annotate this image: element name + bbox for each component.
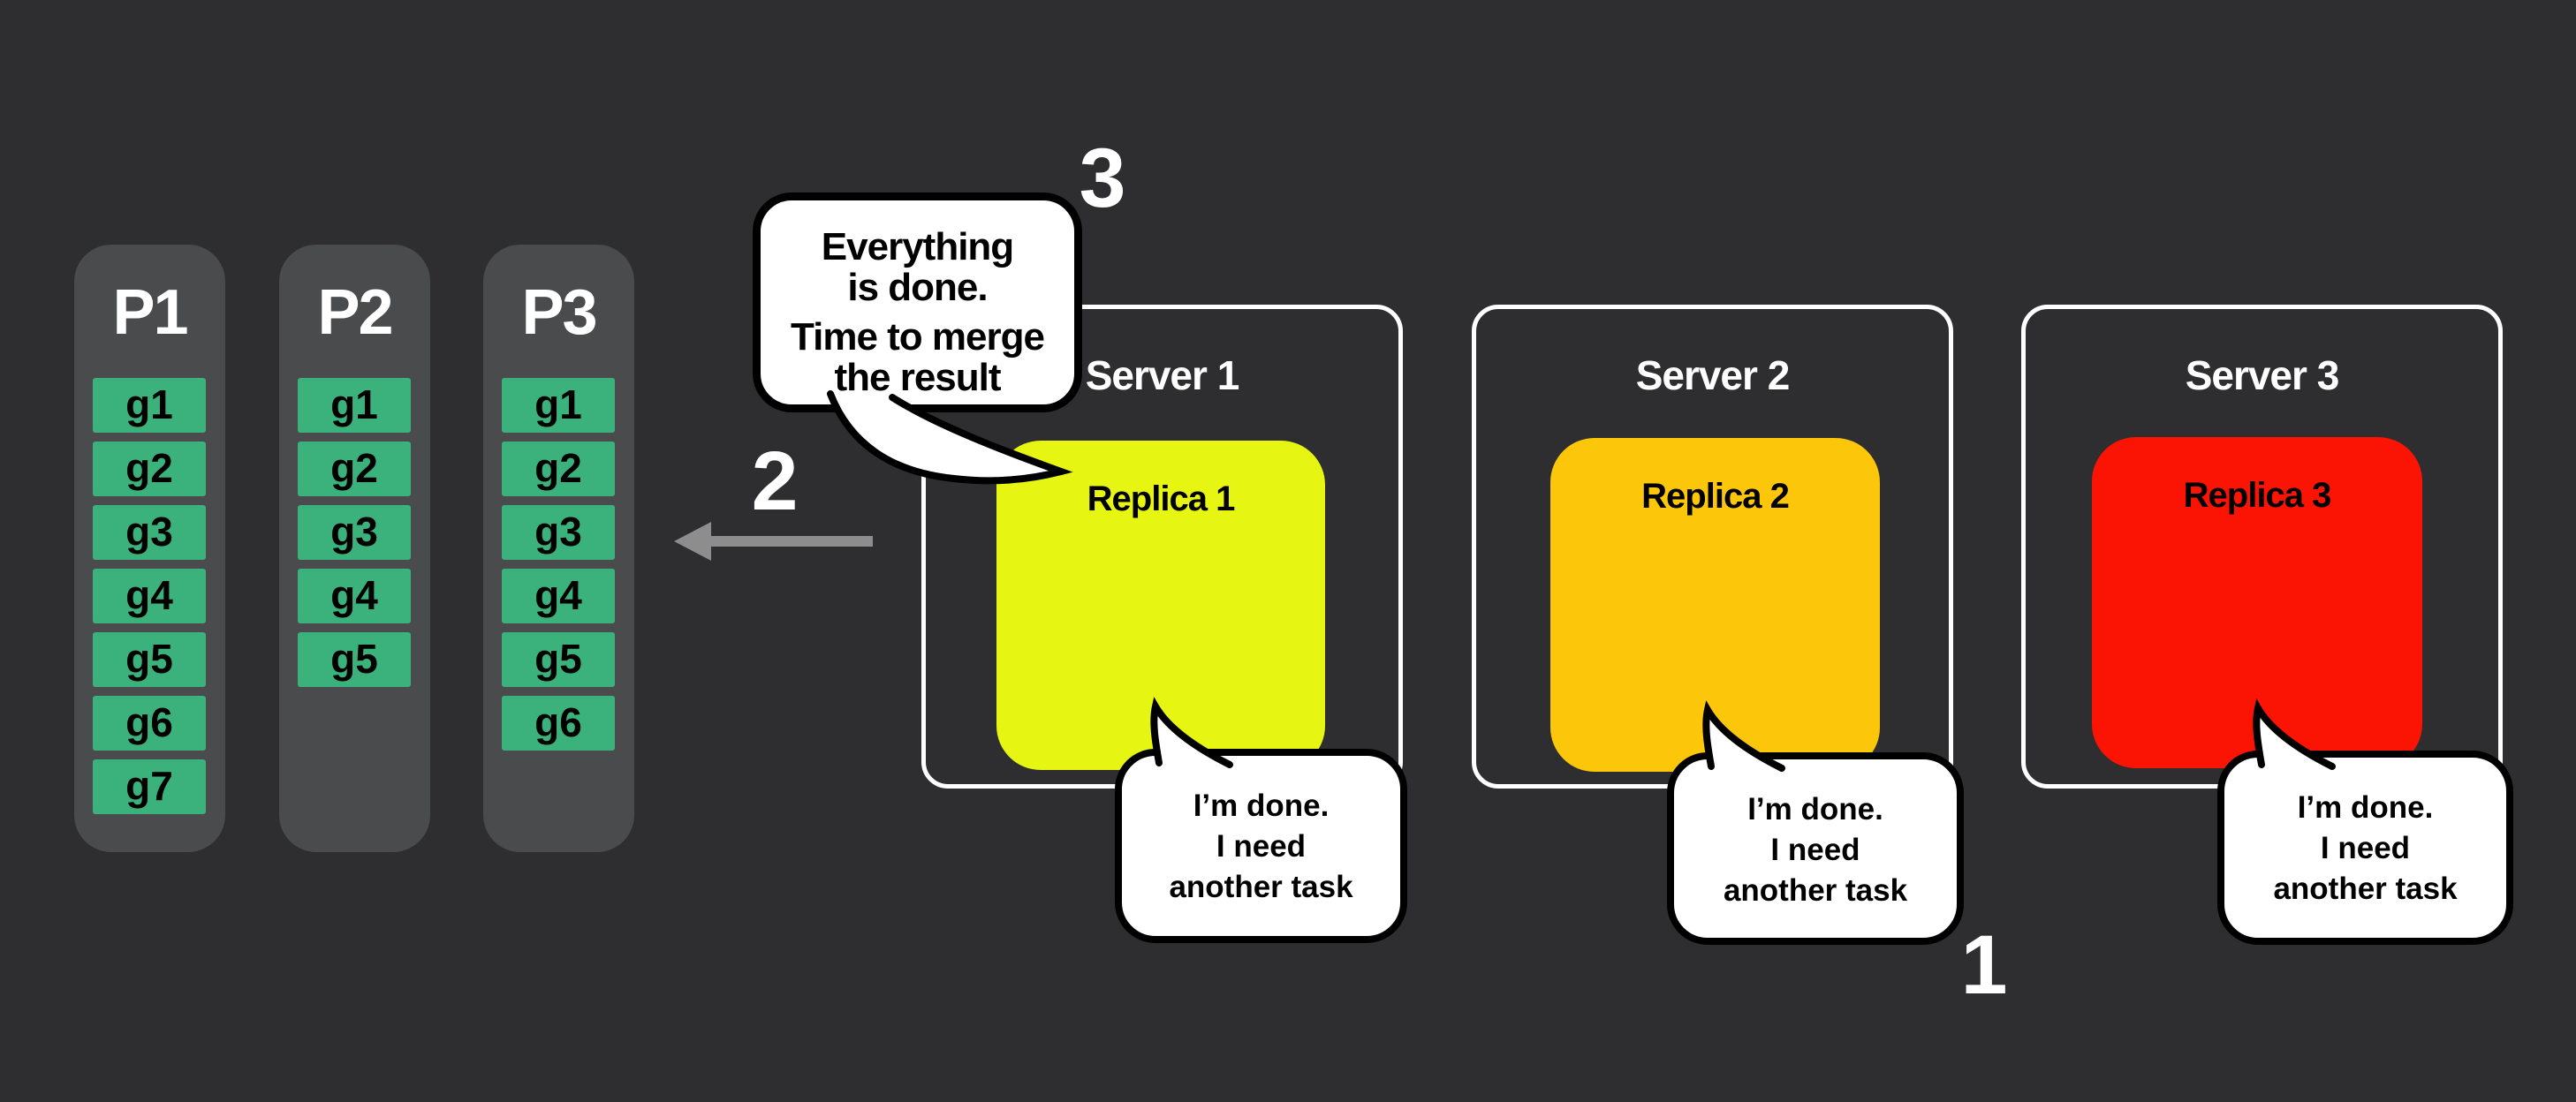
step-3-label: 3 — [1079, 132, 1126, 225]
task-cell: g4 — [298, 569, 411, 623]
bubble-text-line: I need — [1770, 833, 1860, 867]
done-speech-bubble-1: I’m done. I need another task — [1115, 749, 1407, 943]
replica-label: Replica 2 — [1641, 477, 1790, 516]
task-cell: g5 — [502, 632, 615, 687]
task-cell: g7 — [93, 759, 206, 814]
bubble-text-line: another task — [1723, 873, 1908, 908]
bubble-text-line: I need — [1216, 829, 1307, 864]
merge-speech-bubble: Everything is done. Time to merge the re… — [753, 192, 1082, 412]
task-cell: g4 — [502, 569, 615, 623]
bubble-text-line: Time to merge — [791, 315, 1045, 359]
replica-box-1: Replica 1 — [996, 441, 1325, 770]
done-speech-bubble-2: I’m done. I need another task — [1667, 752, 1964, 945]
bubble-text-line: the result — [834, 356, 1001, 399]
task-cell: g5 — [93, 632, 206, 687]
replica-label: Replica 1 — [1087, 479, 1236, 518]
done-speech-bubble-3: I’m done. I need another task — [2217, 751, 2513, 945]
partition-column-p2: P2 g1 g2 g3 g4 g5 — [279, 245, 430, 852]
task-cell: g3 — [298, 505, 411, 560]
task-cell: g5 — [298, 632, 411, 687]
replica-box-3: Replica 3 — [2092, 437, 2422, 768]
server-title: Server 1 — [1085, 352, 1240, 398]
bubble-text-line: I’m done. — [1193, 789, 1330, 823]
task-cell: g1 — [502, 378, 615, 433]
step-1-label: 1 — [1960, 918, 2008, 1012]
partition-column-p3: P3 g1 g2 g3 g4 g5 g6 — [483, 245, 634, 852]
task-cell: g1 — [93, 378, 206, 433]
task-cell: g2 — [502, 442, 615, 496]
server-title: Server 3 — [2185, 352, 2340, 398]
task-cell: g2 — [93, 442, 206, 496]
task-cell: g6 — [93, 696, 206, 751]
task-cell: g1 — [298, 378, 411, 433]
replica-label: Replica 3 — [2183, 476, 2332, 515]
partition-title: P3 — [521, 277, 597, 348]
bubble-text-line: is done. — [847, 266, 988, 309]
bubble-text-line: I need — [2320, 831, 2411, 865]
task-cell: g2 — [298, 442, 411, 496]
task-cell: g6 — [502, 696, 615, 751]
task-cell: g3 — [93, 505, 206, 560]
partition-column-p1: P1 g1 g2 g3 g4 g5 g6 g7 — [74, 245, 225, 852]
bubble-text-line: I’m done. — [1747, 792, 1883, 826]
task-cell: g4 — [93, 569, 206, 623]
partition-title: P2 — [317, 277, 393, 348]
bubble-text-line: I’m done. — [2297, 790, 2434, 825]
partition-title: P1 — [112, 277, 188, 348]
step-2-label: 2 — [751, 434, 799, 528]
task-cell: g3 — [502, 505, 615, 560]
bubble-text-line: another task — [2273, 872, 2458, 906]
replica-box-2: Replica 2 — [1550, 438, 1880, 772]
server-title: Server 2 — [1635, 352, 1791, 398]
bubble-text-line: Everything — [821, 225, 1014, 268]
bubble-text-line: another task — [1169, 870, 1353, 904]
